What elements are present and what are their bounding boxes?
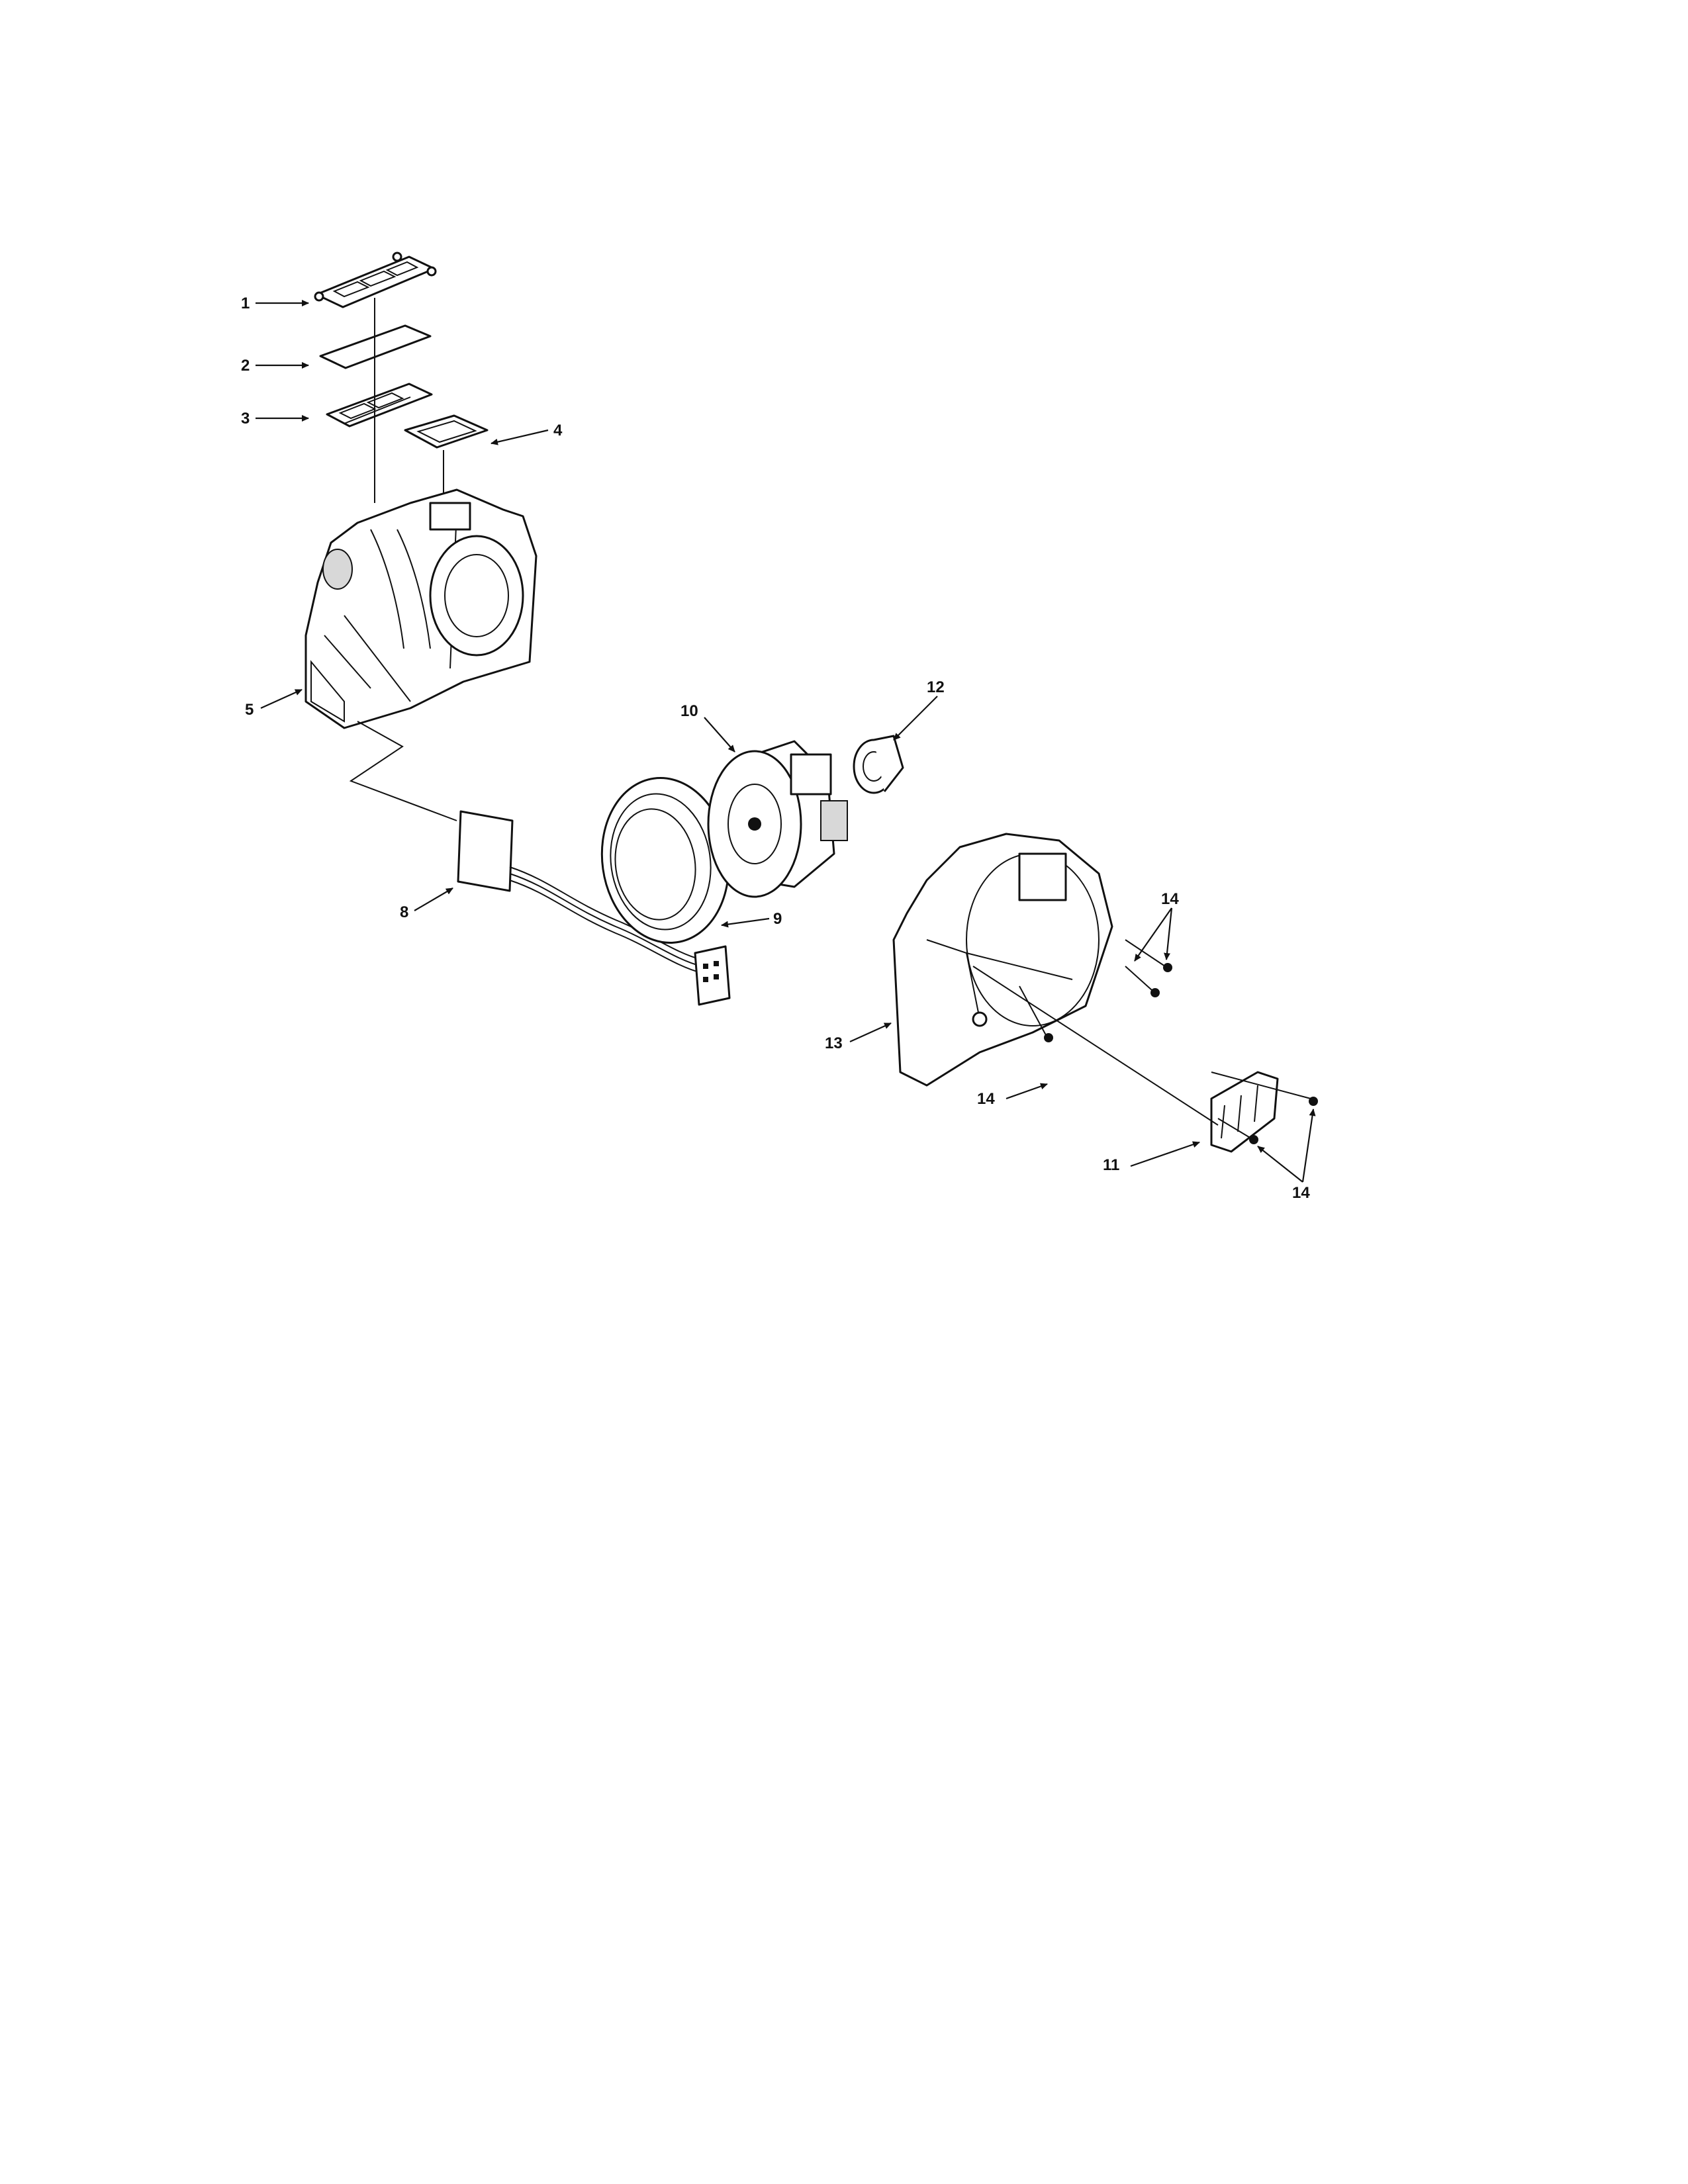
callout-11: 11: [1103, 1156, 1119, 1174]
screw-icon: [1019, 985, 1053, 1042]
callout-leaders: [256, 300, 1316, 1183]
power-cord: [509, 866, 702, 974]
screw-icon: [1217, 1118, 1258, 1144]
connector-line: [349, 721, 457, 821]
callout-14-upper: 14: [1161, 890, 1179, 908]
cord-connector: [694, 945, 731, 1006]
screws-14: [1019, 939, 1318, 1144]
callout-14-middle: 14: [977, 1090, 995, 1108]
callout-10: 10: [680, 702, 698, 720]
screw-icon: [1125, 939, 1172, 972]
part-11-bracket: [1210, 1071, 1279, 1153]
part-3-filter-grid: [326, 383, 433, 428]
callout-4: 4: [553, 422, 563, 439]
part-5-rear-housing: [305, 488, 538, 729]
callout-8: 8: [400, 903, 408, 921]
callout-5: 5: [245, 701, 254, 719]
callout-3: 3: [241, 410, 250, 428]
part-8-label-card: [457, 810, 514, 892]
part-1-filter-frame: [314, 251, 437, 308]
callout-12: 12: [927, 678, 945, 696]
part-10-motor: [707, 740, 848, 898]
screw-icon: [1125, 966, 1160, 997]
callout-1: 1: [241, 295, 250, 312]
part-4-gasket: [404, 414, 489, 449]
callout-13: 13: [825, 1034, 843, 1052]
screw-icon: [1211, 1071, 1318, 1106]
part-12-bearing-cap: [853, 735, 904, 794]
part-13-front-housing: [892, 833, 1113, 1087]
callout-14-lower: 14: [1292, 1184, 1310, 1202]
callout-2: 2: [241, 357, 250, 375]
callout-9: 9: [773, 910, 782, 928]
alignment-line: [972, 966, 1219, 1126]
